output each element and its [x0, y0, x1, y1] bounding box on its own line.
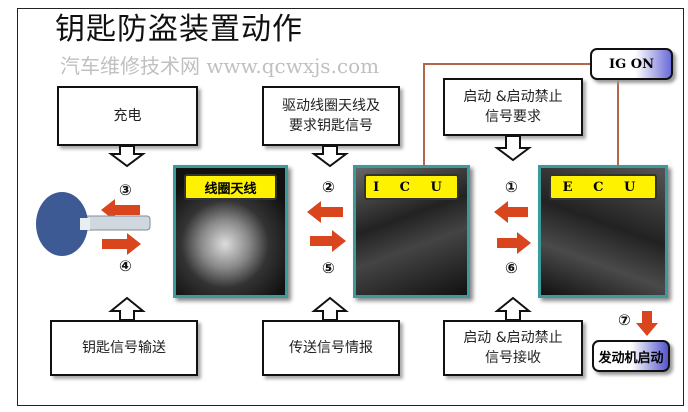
drive-coil-box: 驱动线圈天线及要求钥匙信号 [262, 86, 400, 146]
diagram-frame [17, 8, 684, 406]
drive-coil-label-1: 驱动线圈天线及 [282, 98, 380, 114]
charge-label: 充电 [113, 108, 142, 124]
engine-start-box: 发动机启动 [592, 340, 670, 372]
key-icon [36, 192, 151, 256]
key-signal-label: 钥匙信号输送 [82, 340, 166, 356]
arrow-left-icon [494, 201, 528, 223]
icu-label: I C U [364, 174, 459, 200]
step-6: ⑥ [505, 259, 518, 277]
arrow-down-icon [494, 135, 532, 162]
arrow-down-icon [108, 145, 146, 168]
step-1: ① [505, 178, 518, 196]
start-request-label-1: 启动 &启动禁止 [463, 89, 563, 105]
start-request-label-2: 信号要求 [485, 109, 541, 125]
start-receive-box: 启动 &启动禁止信号接收 [443, 320, 583, 376]
arrow-left-icon [307, 201, 343, 223]
start-receive-label-2: 信号接收 [485, 350, 541, 366]
transmit-label: 传送信号情报 [289, 340, 373, 356]
arrow-up-icon [494, 296, 532, 321]
ig-line-horizontal [423, 63, 591, 65]
arrow-up-icon [108, 296, 146, 321]
drive-coil-label-2: 要求钥匙信号 [289, 118, 373, 134]
coil-antenna-photo: 线圈天线 [173, 165, 288, 298]
ig-line-to-icu [423, 63, 425, 166]
arrow-right-icon [497, 232, 531, 254]
ig-line-to-ecu [617, 80, 619, 166]
charge-box: 充电 [57, 86, 198, 146]
icu-photo: I C U [353, 165, 470, 298]
arrow-right-icon [310, 230, 346, 252]
step-7: ⑦ [618, 311, 631, 329]
ecu-label: E C U [549, 174, 657, 200]
page-title: 钥匙防盗装置动作 [55, 12, 303, 47]
transmit-box: 传送信号情报 [262, 320, 400, 376]
step-2: ② [322, 178, 335, 196]
step-4: ④ [119, 257, 132, 275]
start-receive-label-1: 启动 &启动禁止 [463, 330, 563, 346]
arrow-down-icon [636, 311, 658, 336]
ecu-photo: E C U [538, 165, 668, 298]
watermark: 汽车维修技术网 www.qcwxjs.com [60, 54, 380, 78]
arrow-up-icon [311, 296, 349, 321]
arrow-down-icon [311, 145, 349, 168]
coil-antenna-label: 线圈天线 [184, 174, 277, 200]
step-5: ⑤ [322, 259, 335, 277]
arrow-right-icon [102, 233, 141, 255]
key-signal-box: 钥匙信号输送 [50, 320, 198, 376]
ig-on-box: IG ON [590, 48, 673, 80]
step-3: ③ [119, 181, 132, 199]
